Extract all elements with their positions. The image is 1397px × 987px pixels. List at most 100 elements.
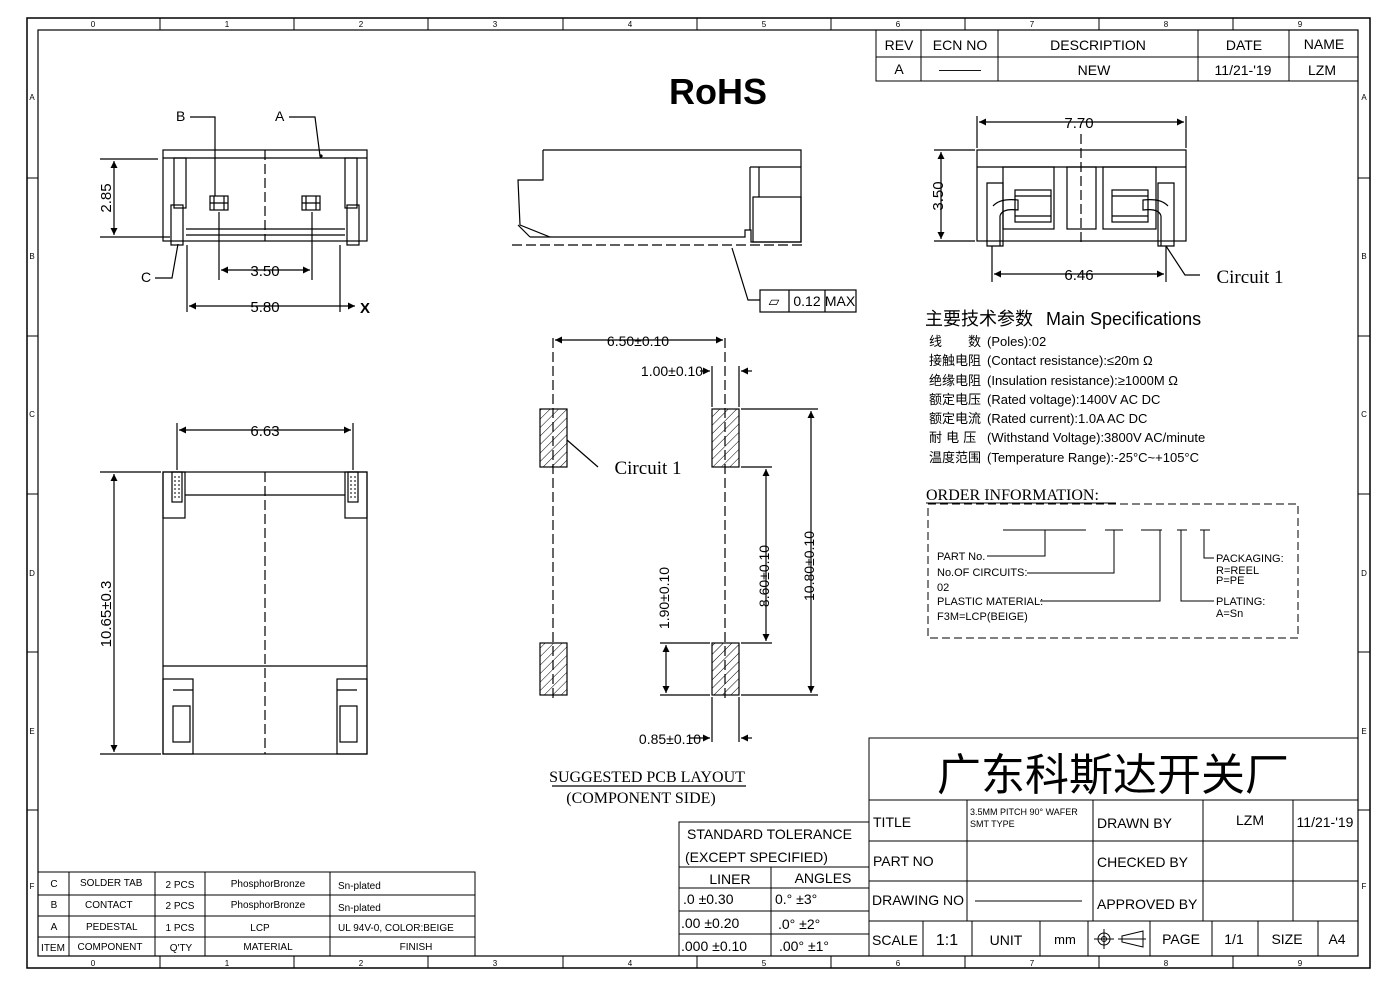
rev-header: REV [885, 37, 914, 53]
dim-width: 5.80 [250, 299, 279, 316]
date-value: 11/21-'19 [1215, 62, 1272, 78]
col-label: 8 [1164, 959, 1169, 968]
top-view [100, 116, 368, 312]
title-block: 广东科斯达开关厂 TITLE 3.5MM PITCH 90° WAFER SMT… [868, 737, 1359, 957]
row-label: D [1361, 569, 1367, 578]
dim-pcb-span: 6.50±0.10 [607, 333, 669, 349]
bom-item: C [50, 879, 57, 890]
description-value: NEW [1078, 62, 1111, 78]
rohs-mark: RoHS [669, 71, 767, 112]
flatness-callout: ▱ 0.12 MAX [769, 293, 856, 309]
tolerance-liner: .000 ±0.10 [681, 938, 747, 954]
projection-icon [1094, 929, 1146, 949]
page-label: PAGE [1162, 931, 1200, 947]
col-label: 7 [1030, 20, 1035, 29]
col-label: 0 [91, 20, 96, 29]
row-label: C [1361, 410, 1367, 419]
date-header: DATE [1226, 37, 1262, 53]
tolerance-liner-header: LINER [709, 871, 750, 887]
frame-grid-marks [27, 18, 1370, 968]
pcb-caption-side: (COMPONENT SIDE) [566, 790, 715, 807]
dim-end-height: 3.50 [930, 181, 947, 210]
bom-item: A [51, 922, 58, 933]
label-a: A [275, 108, 285, 124]
bom-component: SOLDER TAB [80, 878, 143, 889]
tolerance-subtitle: (EXCEPT SPECIFIED) [685, 849, 828, 865]
ecn-header: ECN NO [933, 37, 988, 53]
order-plating-value: A=Sn [1216, 608, 1243, 620]
ecn-value: ——— [939, 61, 981, 77]
bom-header-item: ITEM [41, 943, 65, 954]
x-mark: X [360, 300, 370, 317]
order-plating: PLATING: [1216, 596, 1265, 608]
spec-item-cn: 额定电流 [929, 412, 981, 427]
scale-label: SCALE [872, 932, 918, 948]
col-label: 0 [91, 959, 96, 968]
col-label: 6 [896, 20, 901, 29]
row-label: F [1362, 882, 1367, 891]
drawn-date: 11/21-'19 [1297, 814, 1354, 830]
tolerance-liner: .00 ±0.20 [681, 915, 739, 931]
bom-table: C SOLDER TAB 2 PCS PhosphorBronze Sn-pla… [37, 871, 476, 957]
size-label: SIZE [1271, 931, 1302, 947]
frame-row-labels: A B C D E F A B C D E F [29, 93, 1367, 891]
bom-finish: UL 94V-0, COLOR:BEIGE [338, 923, 454, 934]
spec-item-cn: 绝缘电阻 [929, 373, 981, 389]
drawn-by-label: DRAWN BY [1097, 815, 1173, 831]
flatness-icon: ▱ [769, 293, 780, 309]
order-part-no: PART No. [937, 551, 985, 563]
rev-value: A [894, 61, 904, 77]
spec-item-cn: 温度范围 [929, 450, 981, 466]
col-label: 4 [628, 20, 633, 29]
col-label: 1 [225, 20, 230, 29]
row-label: A [29, 93, 35, 102]
tolerance-angle: .0° ±2° [778, 916, 820, 932]
tolerance-angle: .00° ±1° [779, 938, 829, 954]
front-view [100, 423, 368, 755]
spec-item-en: (Withstand Voltage):3800V AC/minute [987, 430, 1205, 445]
col-label: 4 [628, 959, 633, 968]
frame-column-labels: 0 1 2 3 4 5 6 7 8 9 0 1 2 3 4 5 6 7 8 9 [91, 20, 1303, 968]
bom-header-material: MATERIAL [243, 942, 293, 953]
row-label: F [30, 882, 35, 891]
spec-item-en: (Temperature Range):-25°C~+105°C [987, 450, 1199, 465]
revision-table: REV ECN NO DESCRIPTION DATE NAME A ——— N… [875, 29, 1359, 82]
col-label: 1 [225, 959, 230, 968]
spec-item-en: (Insulation resistance):≥1000M Ω [987, 373, 1178, 388]
spec-item-cn: 耐 电 压 [929, 431, 976, 446]
label-c: C [141, 269, 151, 285]
pcb-caption: SUGGESTED PCB LAYOUT [549, 769, 745, 786]
bom-header-qty: Q'TY [170, 943, 193, 954]
pcb-layout [539, 336, 818, 787]
name-value: LZM [1308, 62, 1336, 78]
order-packaging-reel: R=REEL [1216, 565, 1259, 577]
row-label: B [1361, 252, 1366, 261]
spec-item-en: (Rated current):1.0A AC DC [987, 411, 1147, 426]
bom-qty: 2 PCS [166, 880, 195, 891]
dim-front-width: 6.63 [250, 423, 279, 440]
tolerance-angle: 0.° ±3° [775, 891, 817, 907]
bom-material: LCP [250, 923, 270, 934]
end-view [934, 116, 1200, 282]
col-label: 2 [359, 959, 364, 968]
spec-item-cn: 额定电压 [929, 393, 981, 408]
dim-pcb-total: 10.80±0.10 [801, 531, 817, 601]
col-label: 9 [1298, 20, 1303, 29]
bom-component: CONTACT [85, 900, 133, 911]
dim-pcb-pad-height: 1.90±0.10 [656, 567, 672, 629]
end-circuit-label: Circuit 1 [1216, 267, 1283, 288]
col-label: 5 [762, 20, 767, 29]
dim-pitch: 3.50 [250, 263, 279, 280]
flatness-value: 0.12 [793, 293, 820, 309]
order-information: ORDER INFORMATION: PART No. No.OF CIRCUI… [926, 487, 1299, 639]
order-packaging: PACKAGING: [1216, 553, 1284, 565]
flatness-note: MAX [825, 293, 856, 309]
main-specifications: 主要技术参数 Main Specifications 线 数 (Poles):0… [925, 309, 1205, 466]
bom-material: PhosphorBronze [231, 900, 306, 911]
approved-by-label: APPROVED BY [1097, 896, 1198, 912]
dim-height: 2.85 [98, 183, 115, 212]
bom-header-component: COMPONENT [78, 942, 143, 953]
pcb-layout-labels: 6.50±0.10 1.00±0.10 10.80±0.10 8.60±0.10… [549, 333, 817, 807]
row-label: B [29, 252, 34, 261]
